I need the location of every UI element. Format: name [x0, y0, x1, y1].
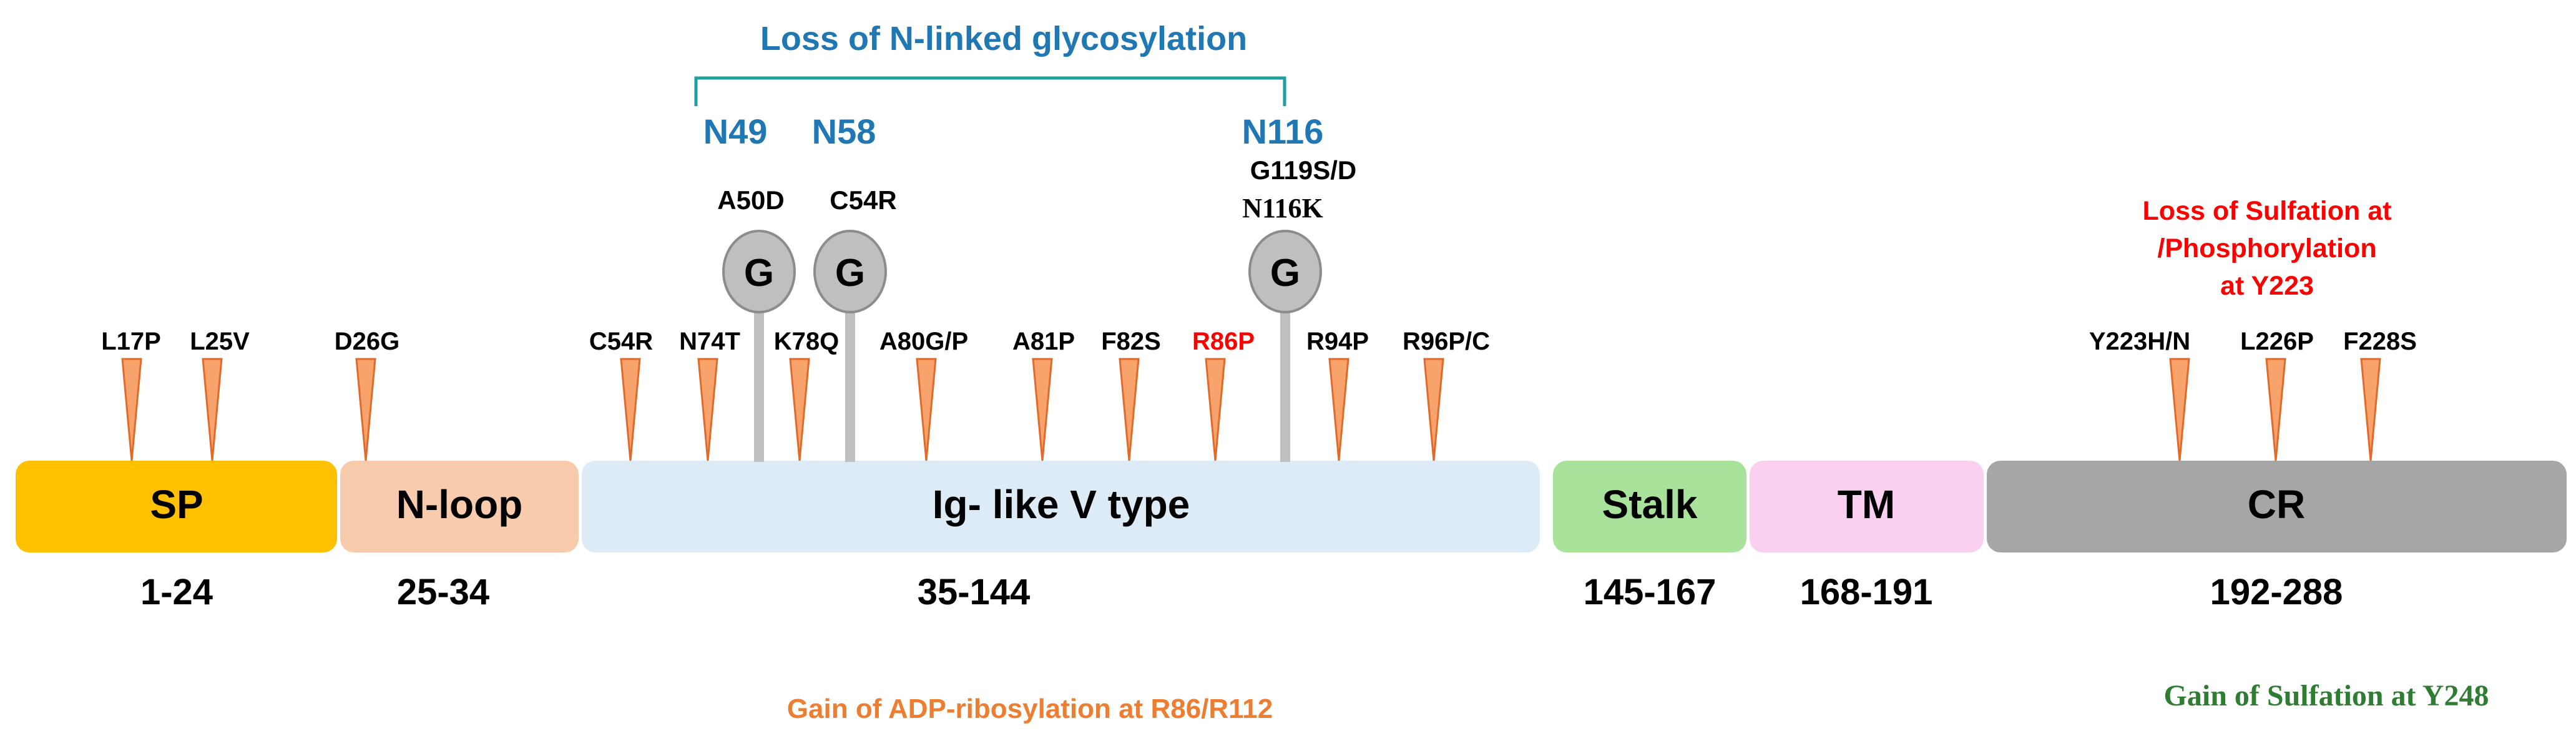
domain-range-nloop: 25-34 [397, 572, 489, 612]
glyco-site-n116: N116 [1242, 112, 1324, 151]
mutation-marker [1328, 358, 1349, 461]
sulfation-loss-line-1: Loss of Sulfation at [2143, 196, 2392, 226]
mutation-marker [1119, 358, 1140, 461]
domain-sp [16, 461, 337, 552]
domain-label-ig: Ig- like V type [933, 482, 1190, 527]
mutation-label: Y223H/N [2089, 328, 2190, 355]
glyco-site-n58: N58 [812, 112, 876, 151]
mutation-label-highlighted: R86P [1192, 328, 1255, 355]
mutation-marker [1032, 358, 1053, 461]
mutation-label: A81P [1012, 328, 1075, 355]
mutation-label: K78Q [774, 328, 840, 355]
glycan-stem-n116 [1280, 284, 1290, 462]
glycan-label-n116: G [1270, 252, 1300, 295]
domain-cr [1987, 461, 2567, 552]
domain-nloop [340, 461, 579, 552]
domain-tm [1750, 461, 1984, 552]
sulfation-gain-note: Gain of Sulfation at Y248 [2164, 679, 2489, 712]
mutation-label: D26G [335, 328, 400, 355]
mutation-label: F228S [2343, 328, 2417, 355]
annotations-group: Loss of Sulfation at /Phosphorylation at… [787, 196, 2489, 724]
domain-stalk [1553, 461, 1746, 552]
mutation-marker [916, 358, 937, 461]
mutation-marker [2360, 358, 2381, 461]
glycan-stem-n58 [845, 284, 855, 462]
mutation-marker [355, 358, 376, 461]
glycosylation-group: Loss of N-linked glycosylation N49 N58 N… [694, 20, 1356, 462]
glycan-ball-n49 [722, 230, 796, 313]
mutations-group: L17P L25V D26G C54R N74T K78Q A80G/P A81… [101, 328, 2417, 461]
domain-label-nloop: N-loop [396, 482, 523, 527]
glycan-ball-n116 [1248, 230, 1322, 313]
glyco-site-n49: N49 [703, 112, 768, 151]
domain-range-tm: 168-191 [1800, 572, 1933, 612]
mutation-marker [202, 358, 223, 461]
glycosylation-title: Loss of N-linked glycosylation [760, 20, 1247, 57]
mutation-label: C54R [589, 328, 653, 355]
glyco-mutation-n116k: N116K [1242, 193, 1323, 223]
domain-ig [582, 461, 1540, 552]
mutation-label: R94P [1306, 328, 1369, 355]
sulfation-loss-line-2: /Phosphorylation [2157, 233, 2376, 263]
mutation-label: R96P/C [1403, 328, 1490, 355]
adp-ribosylation-note: Gain of ADP-ribosylation at R86/R112 [787, 694, 1273, 724]
domain-bar: SP N-loop Ig- like V type Stalk TM CR 1-… [16, 461, 2567, 612]
mutation-label: A80G/P [879, 328, 968, 355]
domain-label-stalk: Stalk [1602, 482, 1698, 527]
mutation-marker [121, 358, 142, 461]
glycosylation-bracket [694, 76, 1286, 106]
glycan-ball-n58 [813, 230, 887, 313]
domain-range-sp: 1-24 [140, 572, 213, 612]
mutation-label: N74T [679, 328, 740, 355]
mutation-marker [2169, 358, 2190, 461]
mutation-marker [789, 358, 810, 461]
mutation-marker [620, 358, 641, 461]
mutation-label: L25V [190, 328, 250, 355]
domain-range-stalk: 145-167 [1584, 572, 1717, 612]
domain-label-cr: CR [2248, 482, 2305, 527]
glycan-label-n49: G [744, 252, 774, 295]
domain-label-tm: TM [1838, 482, 1895, 527]
glycan-stem-n49 [754, 284, 764, 462]
mutation-label: L226P [2240, 328, 2314, 355]
mutation-marker [1205, 358, 1226, 461]
domain-label-sp: SP [150, 482, 203, 527]
mutation-label: L17P [101, 328, 161, 355]
mutation-marker [697, 358, 718, 461]
sulfation-loss-line-3: at Y223 [2220, 271, 2314, 301]
glycan-label-n58: G [835, 252, 865, 295]
domain-range-cr: 192-288 [2210, 572, 2343, 612]
mutation-marker [1423, 358, 1444, 461]
glyco-mutation-g119sd: G119S/D [1250, 155, 1356, 185]
mutation-marker [2265, 358, 2286, 461]
glyco-mutation-a50d: A50D [717, 185, 784, 215]
mutation-label: F82S [1101, 328, 1161, 355]
domain-range-ig: 35-144 [918, 572, 1031, 612]
glyco-mutation-c54r: C54R [830, 185, 896, 215]
